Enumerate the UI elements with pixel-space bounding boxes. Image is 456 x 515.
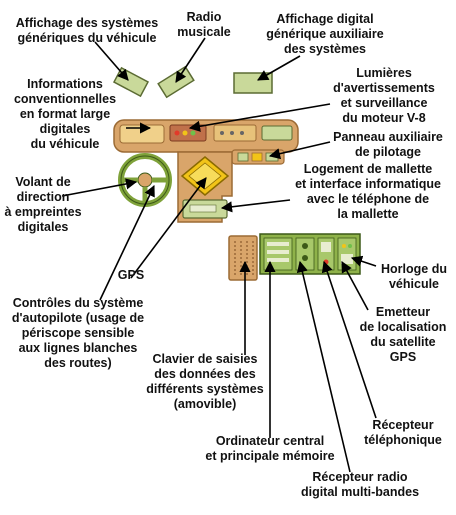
gps-screen	[180, 156, 230, 196]
label-autopilot-controls: Contrôles du système d'autopilote (usage…	[11, 296, 145, 370]
label-multiband-radio: Récepteur radio digital multi-bandes	[300, 470, 420, 499]
label-warning-lights: Lumières d'avertissements et surveillanc…	[333, 66, 435, 125]
label-central-computer: Ordinateur central et principale mémoire	[205, 434, 335, 463]
label-steering-wheel: Volant de direction à empreintes digital…	[4, 175, 82, 234]
label-vehicle-clock: Horloge du véhicule	[381, 262, 447, 291]
label-gps: GPS	[117, 268, 145, 282]
keypad	[228, 235, 258, 281]
auxiliary-pilot-panel	[231, 149, 285, 165]
label-phone-receiver: Récepteur téléphonique	[364, 418, 442, 447]
label-briefcase-slot: Logement de mallette et interface inform…	[295, 162, 441, 221]
label-auxiliary-display: Affichage digital générique auxiliaire d…	[266, 12, 384, 56]
callout-arrows	[61, 37, 377, 473]
label-auxiliary-pilot-panel: Panneau auxiliaire de pilotage	[333, 130, 443, 159]
label-generic-display: Affichage des systèmes génériques du véh…	[15, 16, 159, 45]
label-conventional-info: Informations conventionnelles en format …	[13, 77, 117, 151]
steering-wheel-icon	[118, 153, 172, 207]
label-keypad: Clavier de saisies des données des diffé…	[146, 352, 264, 411]
label-gps-transmitter: Emetteur de localisation du satellite GP…	[359, 305, 447, 364]
dashboard-panel	[113, 119, 299, 153]
label-music-radio: Radio musicale	[177, 10, 231, 39]
briefcase-slot	[182, 199, 228, 219]
